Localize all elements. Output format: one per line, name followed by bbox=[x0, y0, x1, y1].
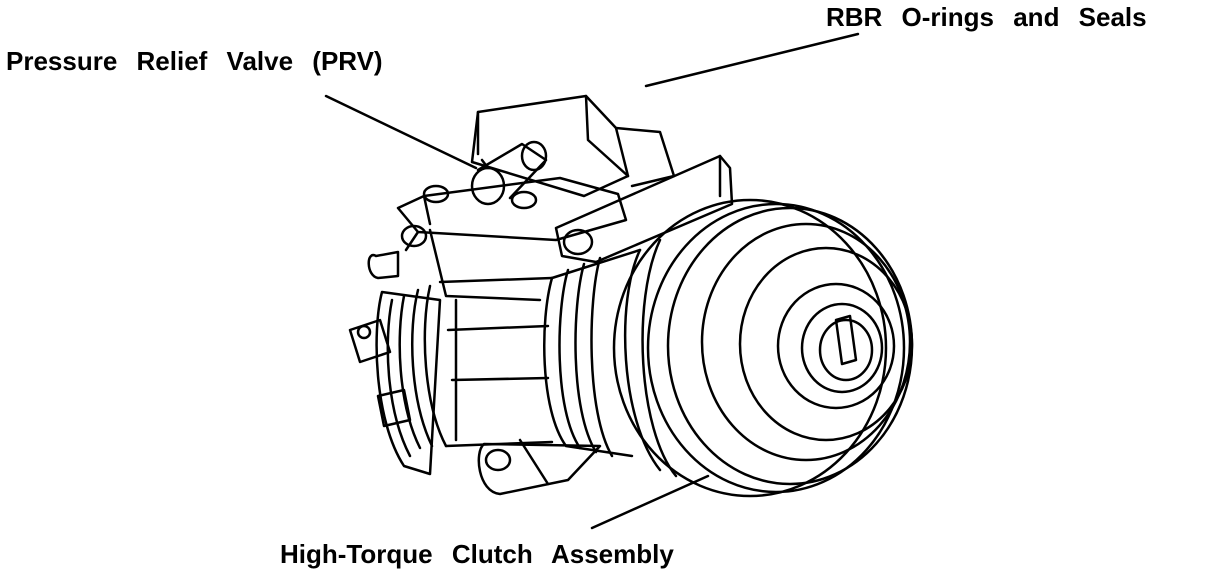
leader-lines bbox=[324, 32, 860, 530]
label-high-torque-clutch: High-Torque Clutch Assembly bbox=[280, 539, 674, 569]
leader-line-prv bbox=[324, 94, 478, 170]
leader-line-rbr bbox=[644, 32, 860, 88]
pressure-relief-valve-icon bbox=[470, 140, 548, 206]
compressor-rear-housing bbox=[348, 250, 602, 496]
leader-line-clutch bbox=[590, 474, 710, 530]
label-rbr-orings-seals: RBR O-rings and Seals bbox=[826, 2, 1147, 32]
clutch-assembly-icon bbox=[543, 198, 914, 498]
label-pressure-relief-valve: Pressure Relief Valve (PRV) bbox=[6, 46, 383, 76]
compressor-top-manifold bbox=[396, 94, 734, 302]
